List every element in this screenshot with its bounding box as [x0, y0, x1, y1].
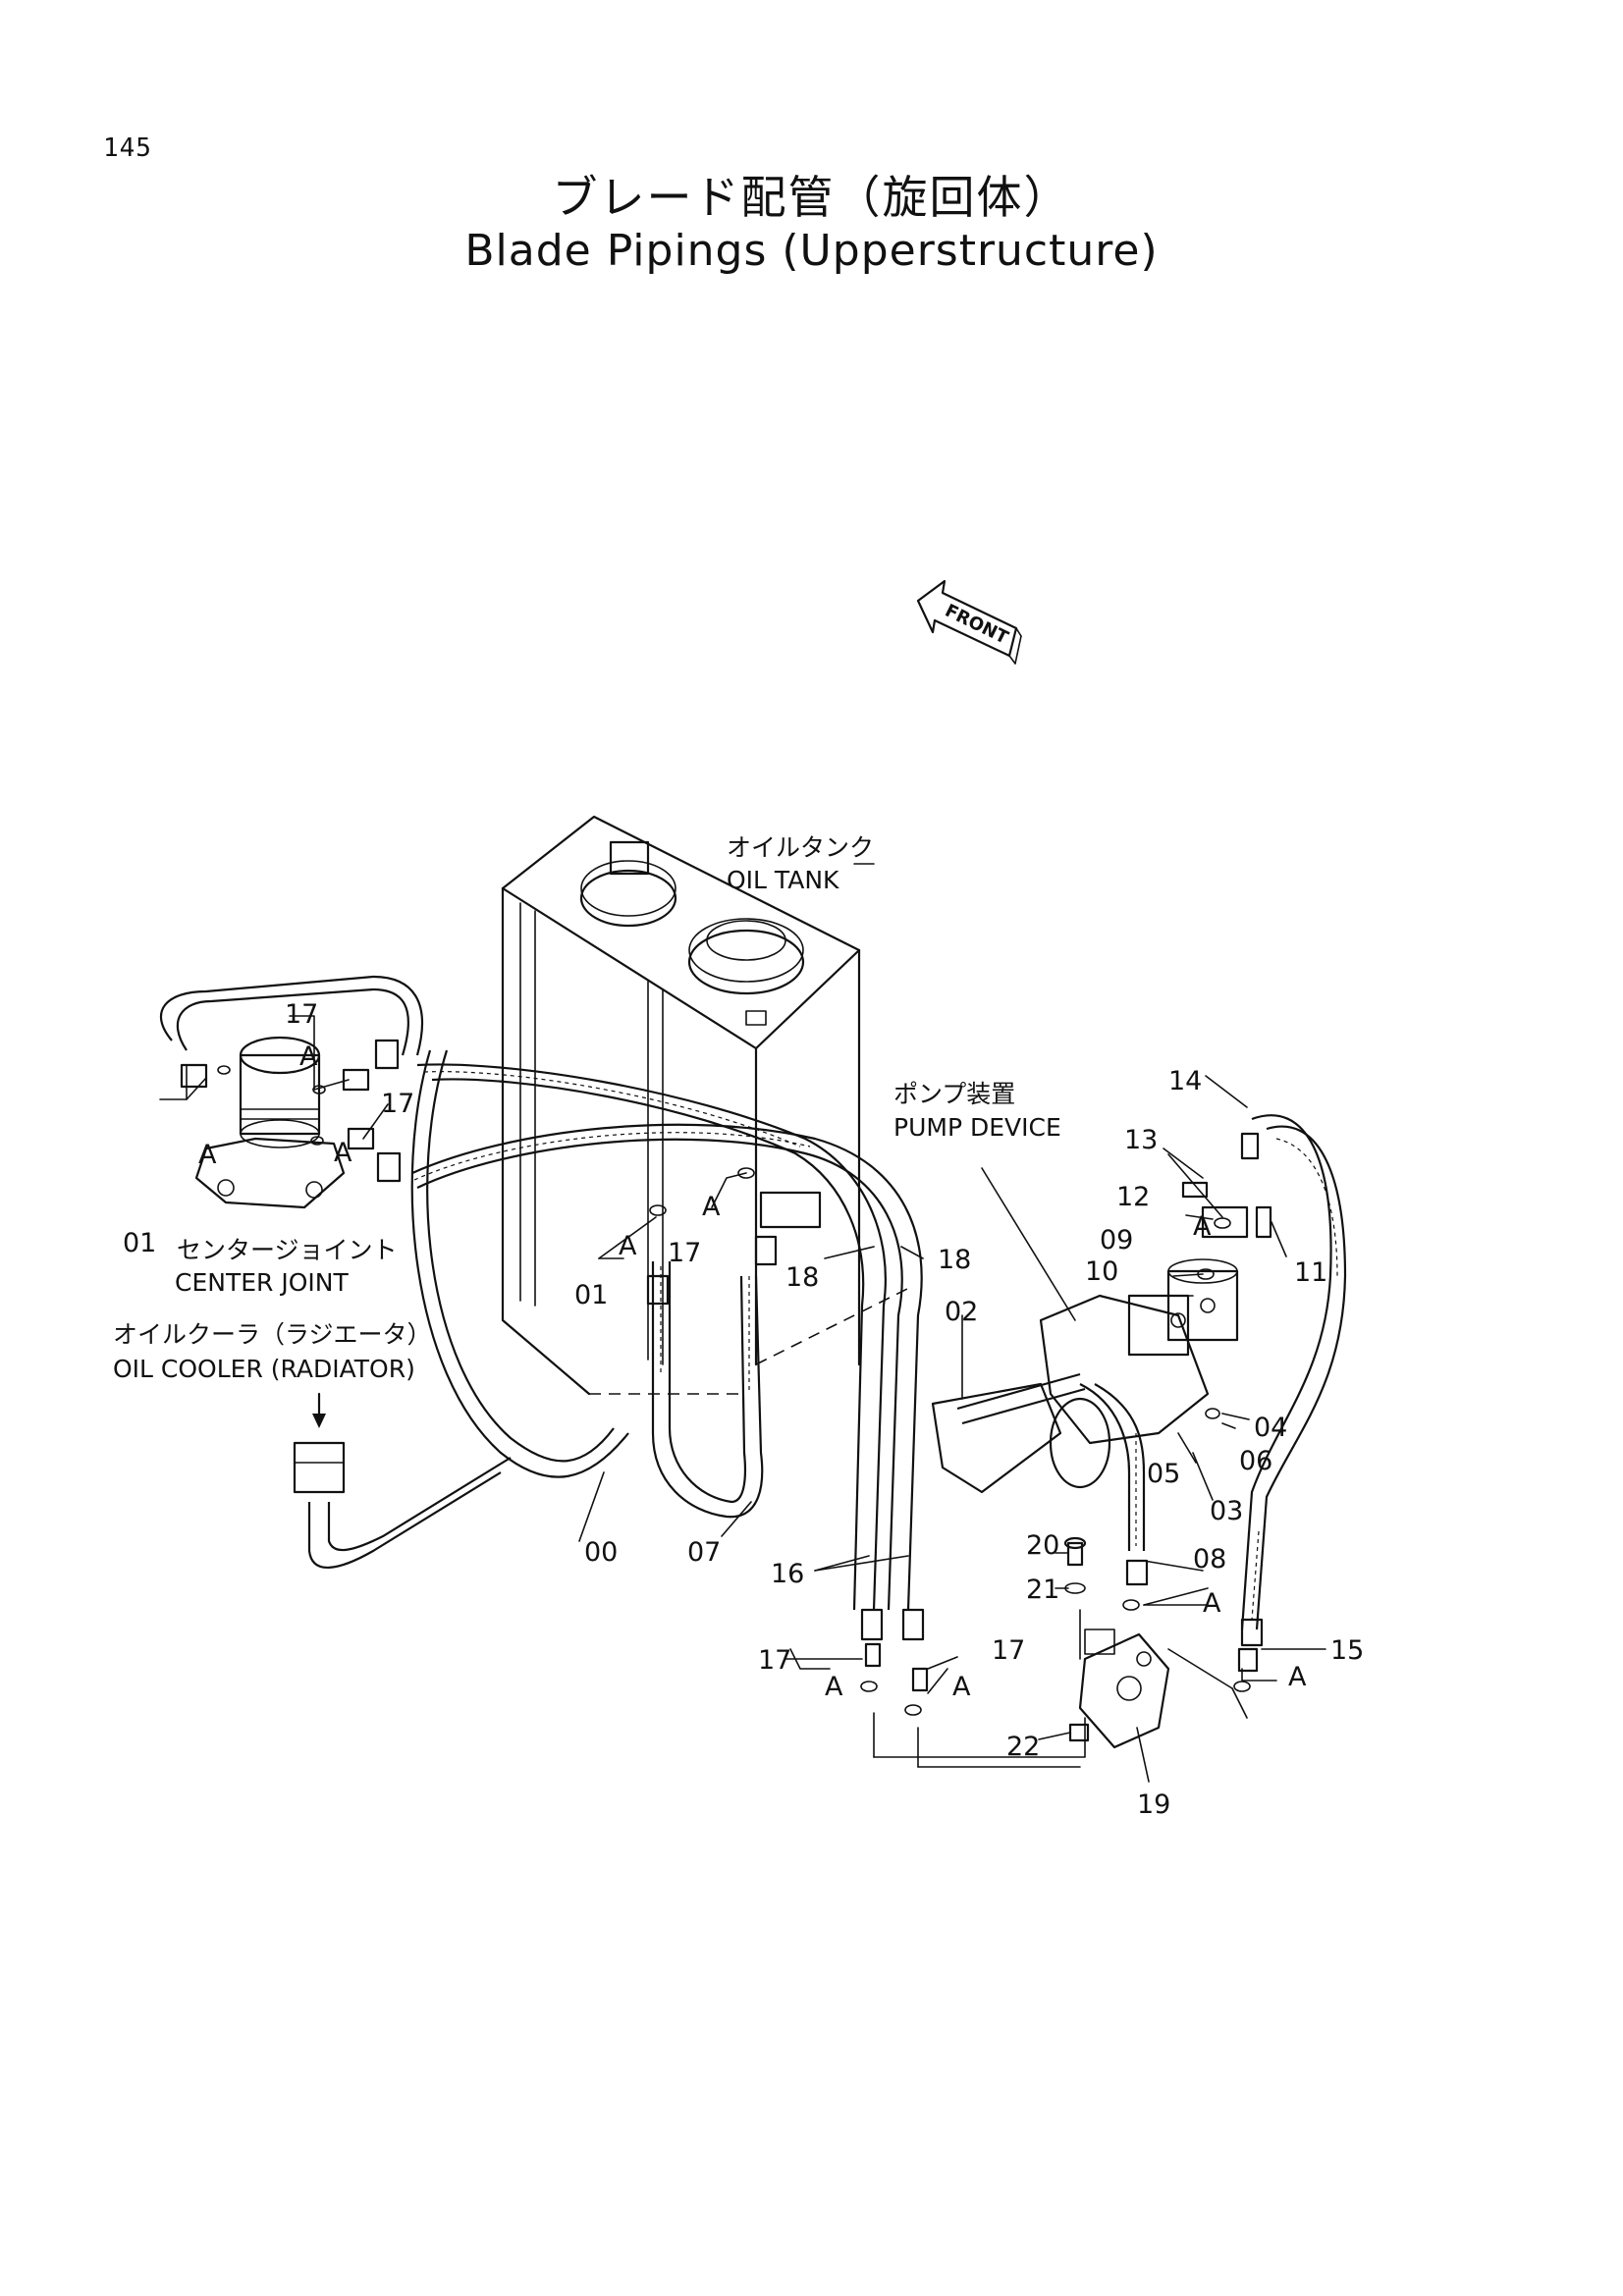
- detail-mark-a: A: [825, 1672, 843, 1702]
- hose-07: [651, 1261, 764, 1519]
- front-arrow-icon: FRONT: [916, 579, 1022, 665]
- pump-device-label-en: PUMP DEVICE: [893, 1113, 1061, 1142]
- callout-16: 16: [771, 1559, 804, 1589]
- detail-mark-a: A: [952, 1672, 971, 1702]
- callout-03: 03: [1210, 1496, 1243, 1526]
- callout-01-center: 01: [574, 1280, 608, 1310]
- page-number: 145: [103, 133, 152, 163]
- oil-cooler-fitting: [293, 1392, 346, 1494]
- callout-08: 08: [1193, 1544, 1226, 1575]
- callout-18-left: 18: [785, 1262, 819, 1293]
- oil-cooler-label-jp: オイルクーラ（ラジエータ）: [113, 1320, 432, 1349]
- callout-06: 06: [1239, 1446, 1272, 1476]
- pump-device-label-jp: ポンプ装置: [893, 1080, 1015, 1108]
- page-title-english: Blade Pipings (Upperstructure): [464, 226, 1159, 276]
- callout-13: 13: [1124, 1125, 1158, 1155]
- callout-02: 02: [945, 1297, 978, 1327]
- callout-15: 15: [1330, 1635, 1364, 1666]
- oil-cooler-label-en: OIL COOLER (RADIATOR): [113, 1355, 415, 1383]
- page-title-japanese: ブレード配管（旋回体）: [552, 171, 1071, 224]
- callout-10: 10: [1085, 1256, 1118, 1287]
- detail-mark-a: A: [299, 1041, 318, 1072]
- callout-05: 05: [1147, 1459, 1180, 1489]
- callout-17-top: 17: [285, 999, 318, 1030]
- oil-tank-label-en: OIL TANK: [727, 866, 839, 894]
- detail-mark-a: A: [1193, 1211, 1212, 1242]
- callout-18-right: 18: [938, 1245, 971, 1275]
- callout-17-lower-left: 17: [758, 1645, 791, 1676]
- hose-top-return: [159, 975, 424, 1056]
- callout-07: 07: [687, 1537, 721, 1568]
- detail-mark-a: A: [1203, 1588, 1221, 1619]
- center-joint: [194, 1036, 346, 1209]
- leader-lines: [578, 863, 1326, 1783]
- callout-04: 04: [1254, 1413, 1287, 1443]
- detail-mark-a: A: [198, 1140, 217, 1170]
- callout-00: 00: [584, 1537, 618, 1568]
- hose-02: [956, 1372, 1081, 1411]
- oil-tank-label-jp: オイルタンク: [727, 833, 874, 862]
- bolt-20-icon: [1066, 1541, 1084, 1567]
- detail-mark-a: A: [619, 1231, 637, 1261]
- callout-21: 21: [1026, 1575, 1059, 1605]
- callout-17-center: 17: [668, 1238, 701, 1268]
- callout-12: 12: [1116, 1182, 1150, 1212]
- callout-11: 11: [1294, 1257, 1327, 1288]
- detail-mark-a: A: [1288, 1662, 1307, 1692]
- callout-19: 19: [1137, 1789, 1170, 1820]
- detail-mark-a: A: [334, 1138, 352, 1168]
- down-arrow-icon: [312, 1414, 326, 1428]
- hose-03: [1079, 1383, 1131, 1551]
- callout-22: 22: [1006, 1732, 1040, 1762]
- detail-brackets: [159, 1015, 1277, 1768]
- valve-19: [1078, 1629, 1170, 1749]
- callout-20: 20: [1026, 1530, 1059, 1561]
- hose-18-left: [416, 1063, 887, 1611]
- callout-01-left: 01: [123, 1228, 156, 1258]
- detail-mark-a: A: [702, 1192, 721, 1222]
- center-joint-label-jp: センタージョイント: [177, 1236, 398, 1264]
- callout-14: 14: [1168, 1066, 1202, 1096]
- hose-14: [1240, 1114, 1332, 1630]
- pump-device: [931, 1258, 1239, 1494]
- callout-17-right: 17: [381, 1089, 414, 1119]
- callout-17-lower-right: 17: [992, 1635, 1025, 1666]
- center-joint-label-en: CENTER JOINT: [175, 1268, 349, 1297]
- hose-00: [410, 1049, 629, 1478]
- callout-09: 09: [1100, 1225, 1133, 1255]
- pipe-oil-cooler: [307, 1471, 502, 1569]
- front-label: FRONT: [942, 601, 1012, 649]
- hose-18-right: [411, 1123, 923, 1611]
